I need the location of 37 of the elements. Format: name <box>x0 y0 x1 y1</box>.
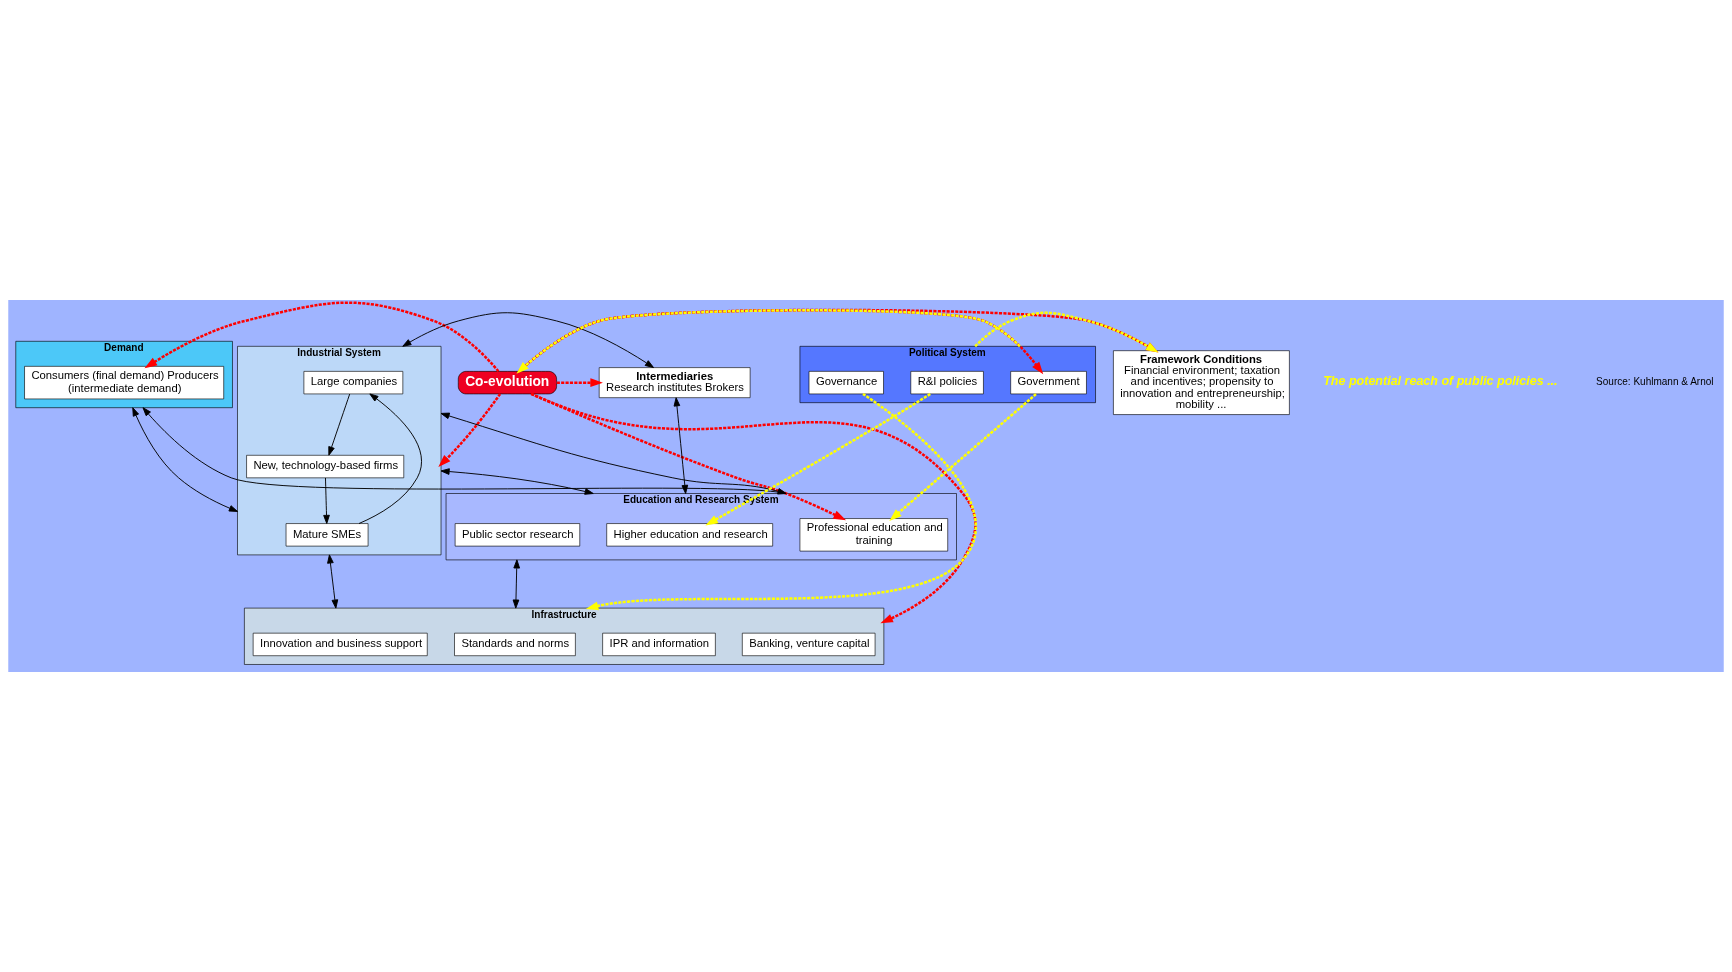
arrow <box>358 393 422 524</box>
arrow <box>530 392 977 624</box>
arrow <box>144 301 500 373</box>
arrow <box>328 393 351 456</box>
node-box: Governance <box>808 371 884 395</box>
node-box: New, technology-based firms <box>246 454 405 479</box>
node-box: Banking, venture capital <box>742 632 876 657</box>
arrow <box>440 468 594 495</box>
node-box: Intermediaries Research institutes Brokers <box>598 367 751 398</box>
arrow <box>402 312 654 369</box>
arrow <box>673 397 689 494</box>
arrow <box>132 407 238 512</box>
node-box: Higher education and research <box>606 523 773 547</box>
arrow <box>438 393 502 468</box>
arrow <box>518 308 1159 373</box>
node-box: Consumers (final demand) Producers (intermediate demand) <box>24 366 225 400</box>
node-box: Large companies <box>303 371 404 395</box>
arrow <box>974 311 1159 353</box>
node-box: Innovation and business support <box>252 632 428 657</box>
arrow <box>556 378 603 388</box>
arrow <box>323 477 330 524</box>
node-box: Co-evolution <box>457 371 557 395</box>
arrow <box>705 392 931 526</box>
arrow <box>512 559 520 609</box>
node-box: Professional education and training <box>799 518 949 552</box>
node-box: R&I policies <box>910 371 984 395</box>
label: Source: Kuhlmann & Arnol <box>1596 376 1714 388</box>
node-box: Framework Conditions Financial environment; taxation and incentives; propensity to innovation and entrepreneurship; mobility ... <box>1113 350 1290 415</box>
node-box: Standards and norms <box>454 632 576 657</box>
arrow <box>327 554 339 609</box>
label: The potential reach of public policies ... <box>1323 374 1558 389</box>
node-box: Public sector research <box>454 523 581 547</box>
arrow <box>889 393 1037 521</box>
node-box: IPR and information <box>602 632 716 657</box>
node-box: Mature SMEs <box>285 523 369 547</box>
node-box: Government <box>1010 371 1087 395</box>
arrow <box>585 392 977 611</box>
